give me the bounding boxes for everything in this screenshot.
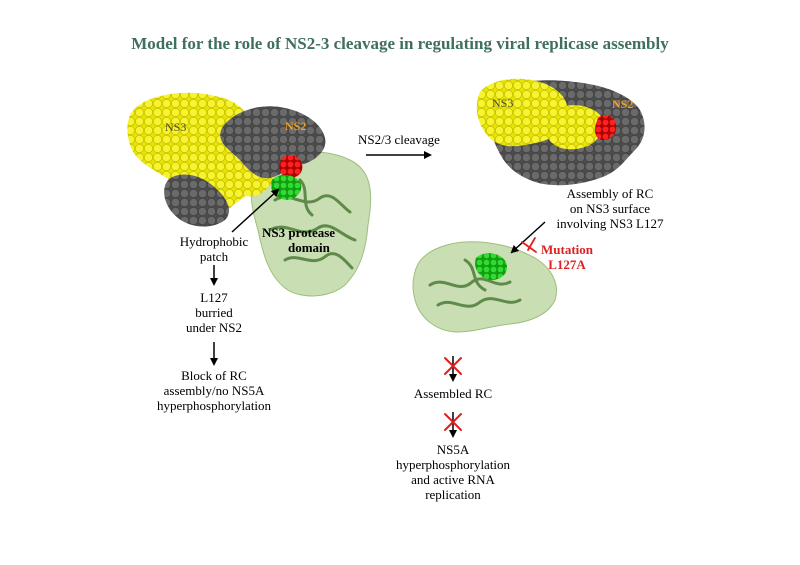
right-red-residues — [595, 115, 617, 140]
hydrophobic-patch-label: Hydrophobic patch — [170, 234, 258, 264]
cleavage-label: NS2/3 cleavage — [358, 132, 440, 147]
red-x-mark-1 — [444, 357, 462, 375]
free-protease-ribbon — [428, 258, 522, 308]
block-line3: hyperphosphorylation — [156, 398, 272, 413]
hydrophobic-line1: Hydrophobic — [179, 234, 249, 249]
assembly-line1: Assembly of RC — [566, 186, 654, 201]
left-ns3-label: NS3 — [165, 120, 187, 134]
mutation-line1: Mutation — [541, 242, 593, 257]
left-ns2-label: NS2 — [285, 119, 307, 133]
l127-line2: burried — [195, 305, 233, 320]
block-rc-label: Block of RC assembly/no NS5A hyperphosph… — [150, 368, 278, 413]
block-line1: Block of RC — [181, 368, 247, 383]
assembled-rc-label: Assembled RC — [413, 386, 493, 401]
block-line2: assembly/no NS5A — [163, 383, 265, 398]
l127-buried-label: L127 burried under NS2 — [170, 290, 258, 335]
hydrophobic-line2: patch — [199, 249, 229, 264]
free-green-hydrophobic-patch — [475, 253, 508, 280]
left-ns2-surface-bottom — [164, 174, 230, 227]
assembly-line3: involving NS3 L127 — [556, 216, 664, 231]
protease-domain-label-line1: NS3 protease — [262, 225, 336, 240]
hydrophobic-patch-pointer-arrow — [231, 188, 280, 233]
left-red-residues — [279, 155, 303, 178]
assembly-pointer-arrow — [510, 221, 546, 254]
rc-assembly-label: Assembly of RC on NS3 surface involving … — [545, 186, 675, 231]
ns5a-line2: hyperphosphorylation — [395, 457, 511, 472]
protease-domain-label: NS3 protease domain — [262, 225, 335, 255]
left-protease-ribbon — [268, 178, 357, 270]
diagram-title: Model for the role of NS2-3 cleavage in … — [131, 34, 669, 53]
free-protease-surface — [412, 241, 557, 333]
left-complex-structure — [127, 92, 372, 297]
mutation-line2: L127A — [548, 257, 586, 272]
mutation-inhibition-mark — [521, 237, 537, 253]
free-protease-domain — [412, 241, 557, 333]
right-ns2-label: NS2 — [612, 97, 634, 111]
l127-line1: L127 — [200, 290, 228, 305]
ns5a-replication-label: NS5A hyperphosphorylation and active RNA… — [383, 442, 523, 502]
right-ns3-surface-band — [544, 105, 604, 150]
ns5a-line1: NS5A — [436, 442, 470, 457]
mutation-label: Mutation L127A — [532, 242, 602, 272]
right-ns3-label: NS3 — [492, 96, 514, 110]
assembly-line2: on NS3 surface — [569, 201, 651, 216]
protease-domain-label-line2: domain — [288, 240, 330, 255]
ns5a-line4: replication — [425, 487, 481, 502]
red-x-mark-2 — [444, 413, 462, 431]
right-complex-structure — [476, 78, 645, 186]
l127-line3: under NS2 — [186, 320, 242, 335]
ns5a-line3: and active RNA — [411, 472, 495, 487]
